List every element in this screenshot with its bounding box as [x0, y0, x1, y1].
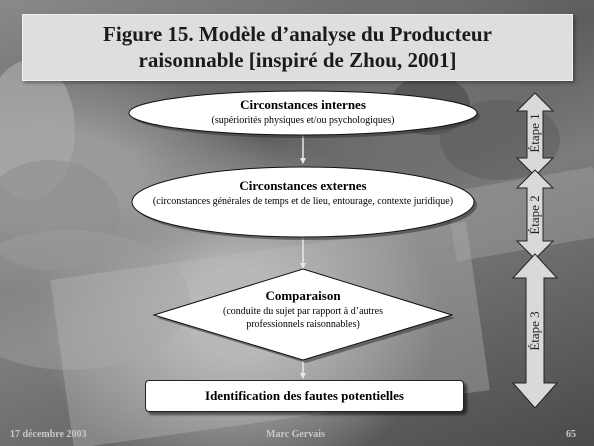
stage-arrow-3 [511, 253, 559, 409]
slide-title: Figure 15. Modèle d’analyse du Producteu… [103, 21, 492, 72]
node-external-subtitle: (circonstances générales de temps et de … [152, 195, 454, 207]
node-internal: Circonstances internes (supériorités phy… [140, 97, 466, 127]
connector-2-arrowhead [300, 263, 306, 269]
connector-3-arrowhead [300, 373, 306, 379]
footer-date: 17 décembre 2003 [10, 429, 87, 440]
stage-label-3: Étape 3 [527, 311, 542, 351]
node-result-title: Identification des fautes potentielles [205, 388, 404, 403]
stage-label-2: Étape 2 [527, 195, 542, 235]
node-external-title: Circonstances externes [239, 178, 367, 193]
node-comparison-subtitle: (conduite du sujet par rapport à d’autre… [223, 305, 383, 330]
node-internal-subtitle: (supériorités physiques et/ou psychologi… [211, 114, 395, 126]
title-box: Figure 15. Modèle d’analyse du Producteu… [22, 14, 573, 81]
connector-1-arrowhead [300, 158, 306, 164]
node-comparison-shape [152, 268, 454, 361]
node-comparison-title: Comparaison [265, 288, 341, 303]
stage-label-1: Étape 1 [527, 113, 542, 153]
footer-author: Marc Gervais [266, 429, 325, 440]
footer-page-number: 65 [566, 429, 576, 440]
node-internal-shape [128, 90, 478, 136]
node-result: Identification des fautes potentielles [145, 380, 464, 412]
node-external-shape [131, 166, 475, 238]
node-external: Circonstances externes (circonstances gé… [150, 178, 456, 208]
node-comparison: Comparaison (conduite du sujet par rappo… [205, 288, 401, 331]
node-internal-title: Circonstances internes [240, 97, 366, 112]
